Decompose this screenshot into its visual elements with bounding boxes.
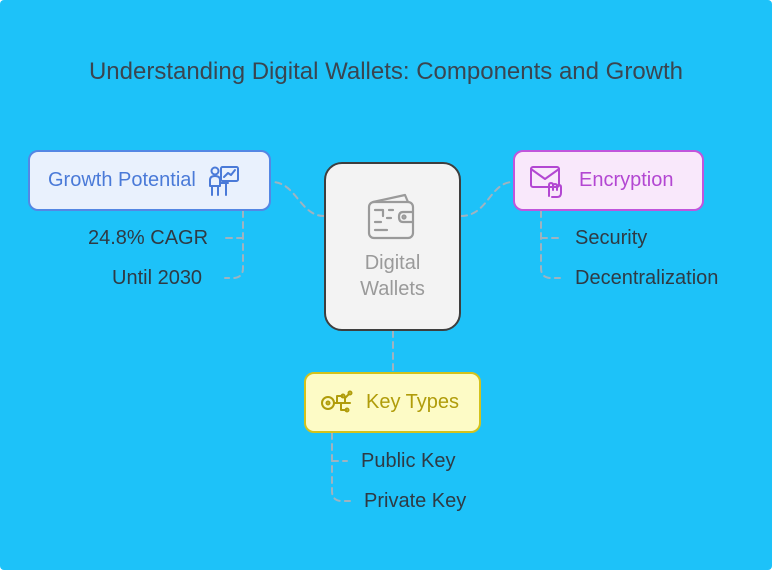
diagram-title: Understanding Digital Wallets: Component…	[88, 58, 684, 85]
envelope-hand-icon	[529, 164, 565, 198]
center-label-line-2: Wallets	[360, 277, 425, 300]
connector-keys-leaves	[331, 432, 351, 502]
center-label-line-1: Digital	[364, 251, 421, 274]
encryption-item-security: Security	[575, 227, 648, 249]
connector-growth-leaves	[224, 210, 244, 279]
digital-wallets-node: Digital Wallets	[324, 162, 461, 331]
key-item-public: Public Key	[361, 450, 456, 472]
key-types-label: Key Types	[366, 391, 460, 413]
encryption-item-decentralization: Decentralization	[575, 267, 719, 289]
wallet-icon	[365, 192, 421, 242]
key-types-node: Key Types	[304, 372, 481, 433]
encryption-label: Encryption	[579, 169, 674, 191]
growth-item-until: Until 2030	[112, 267, 203, 289]
growth-potential-node: Growth Potential	[28, 150, 271, 211]
connector-center-encryption	[460, 181, 514, 217]
presentation-chart-icon	[206, 164, 240, 198]
growth-item-cagr: 24.8% CAGR	[88, 227, 209, 249]
connector-center-growth	[271, 181, 325, 217]
key-item-private: Private Key	[364, 490, 467, 512]
growth-potential-label: Growth Potential	[48, 169, 196, 191]
encryption-node: Encryption	[513, 150, 704, 211]
key-circuit-icon	[320, 388, 354, 418]
connector-encryption-leaves	[540, 210, 561, 279]
